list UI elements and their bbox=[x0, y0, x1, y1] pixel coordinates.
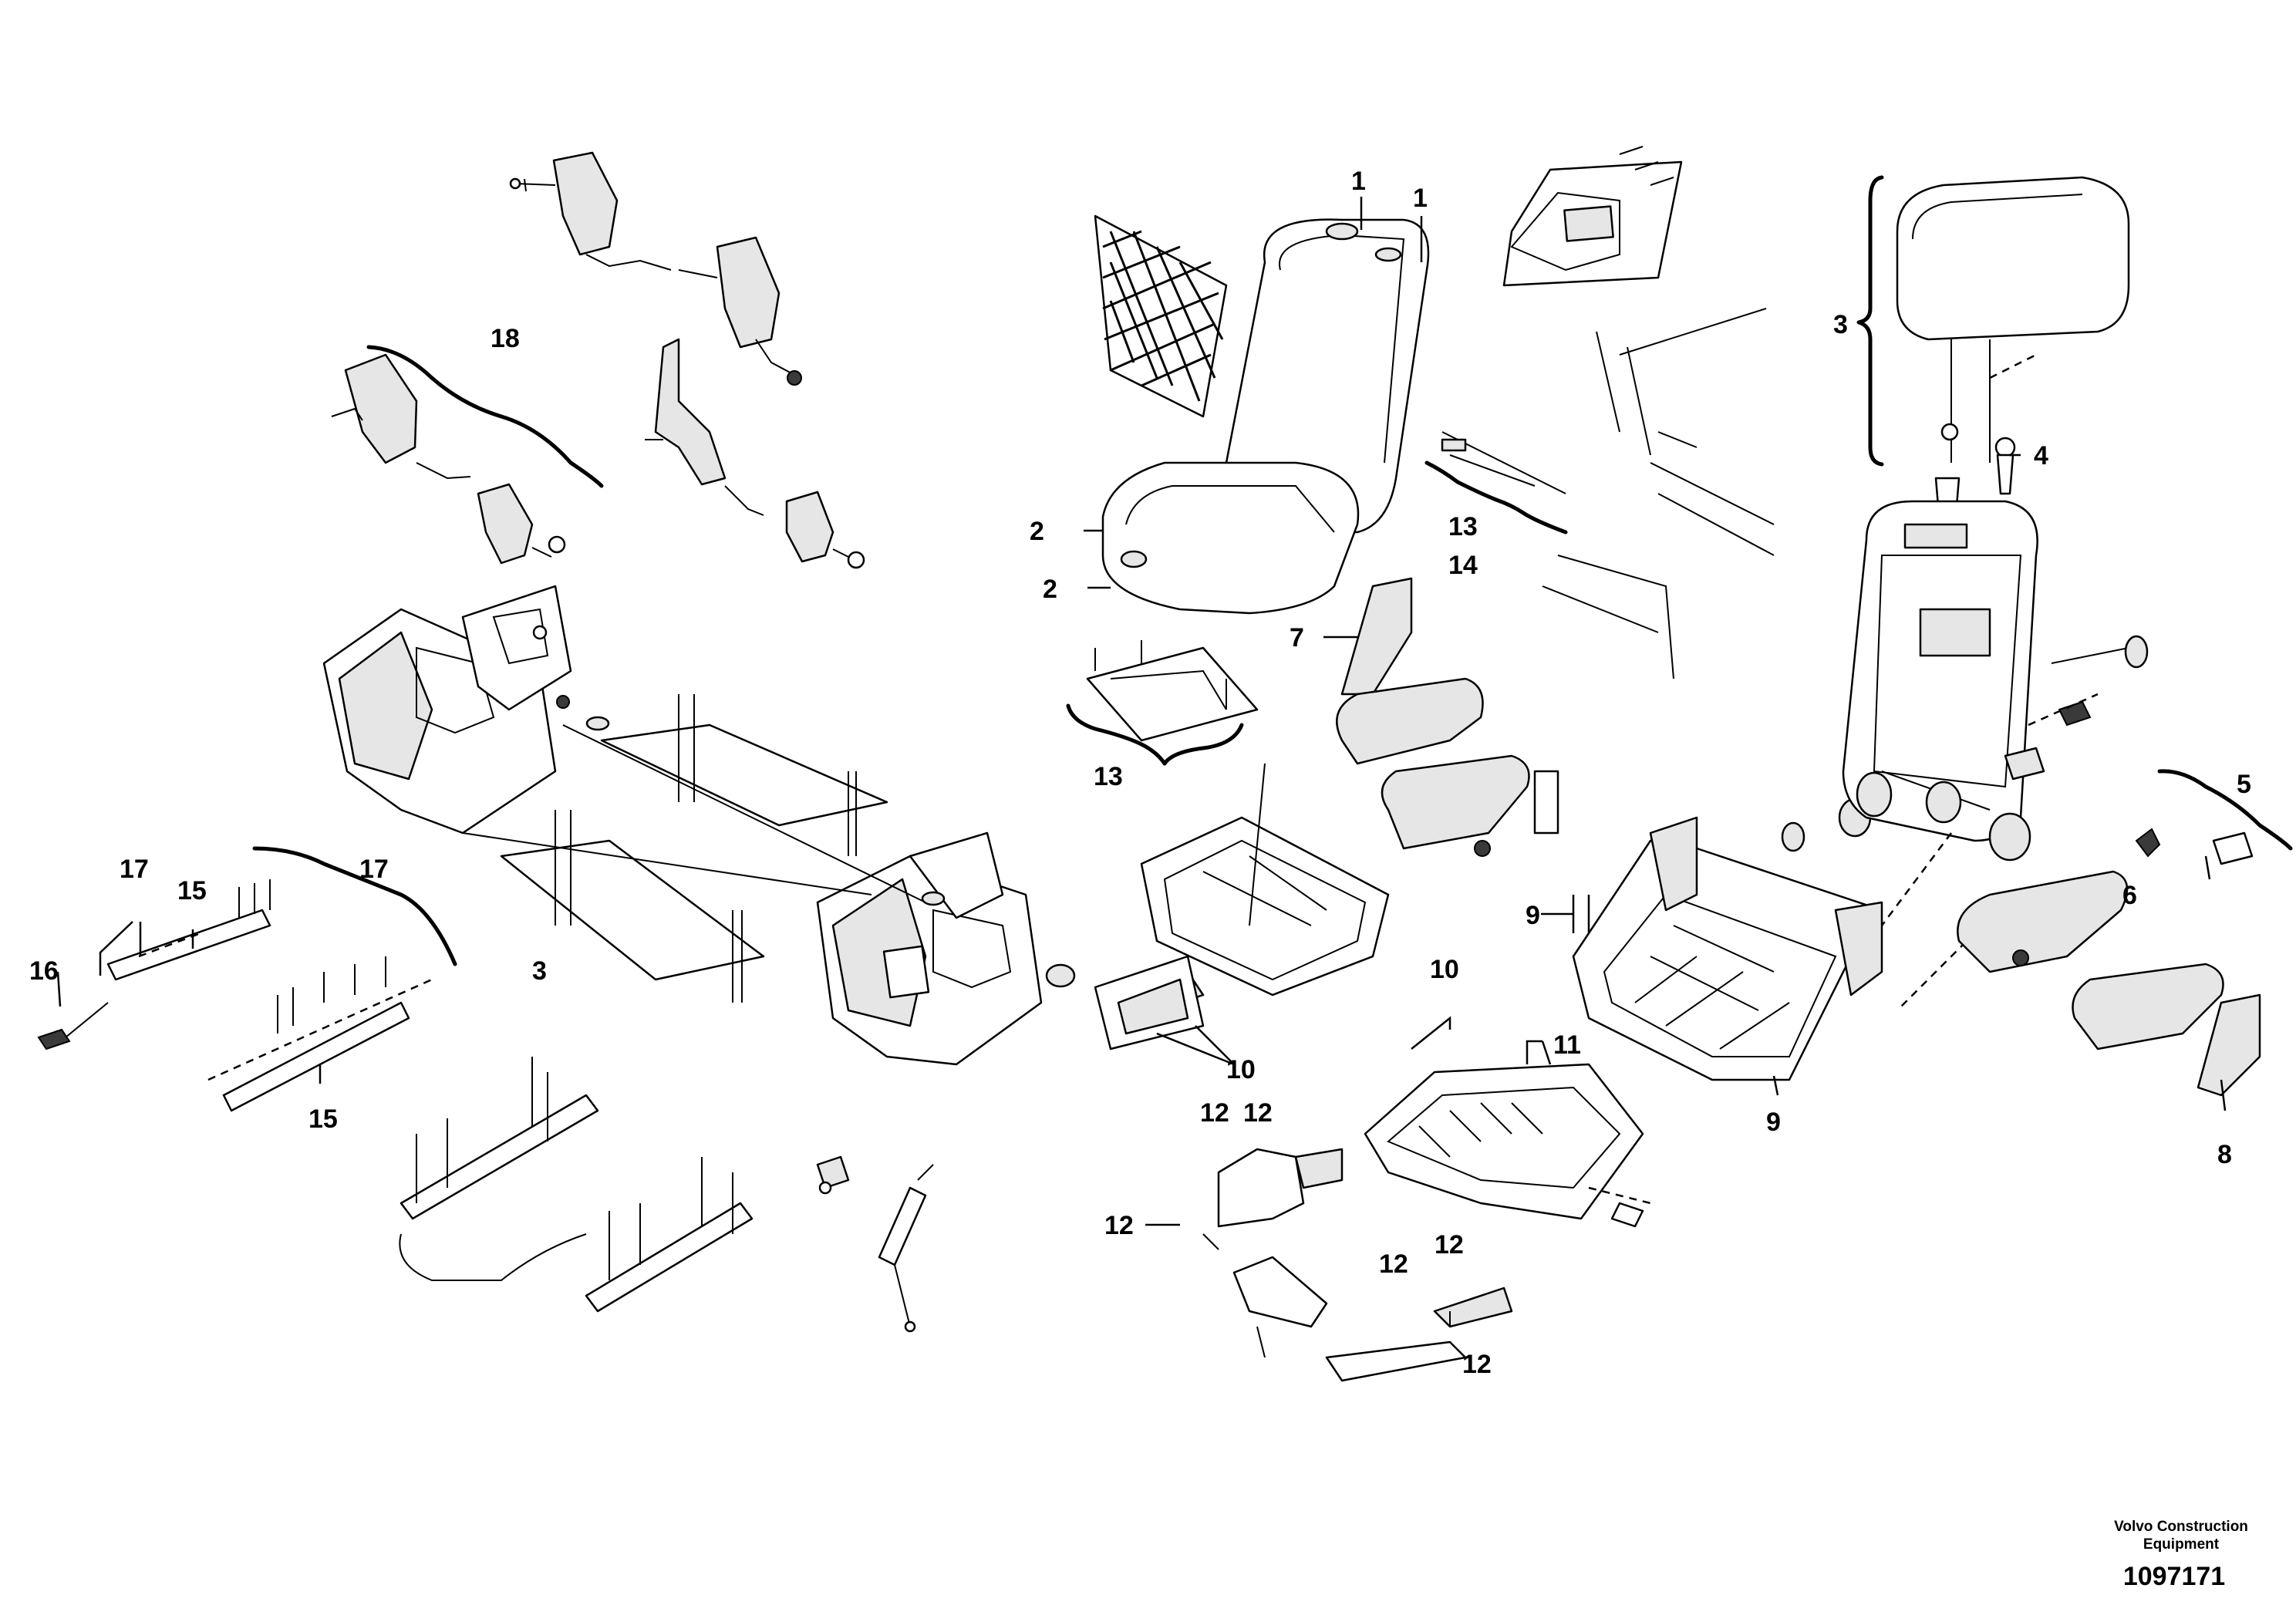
armrest-right bbox=[1957, 870, 2129, 973]
bracket-17 bbox=[252, 846, 457, 966]
publisher-name-line1: Volvo Construction bbox=[2114, 1519, 2248, 1535]
callout-3: 3 bbox=[532, 956, 547, 986]
bracket-18 bbox=[366, 345, 604, 488]
publisher-name-line2: Equipment bbox=[2143, 1536, 2220, 1553]
callout-16: 16 bbox=[29, 956, 59, 986]
storage-net bbox=[1094, 214, 1228, 418]
callout-10: 10 bbox=[1226, 1055, 1256, 1084]
callout-15: 15 bbox=[308, 1104, 338, 1134]
seat-cushion bbox=[1101, 461, 1360, 615]
bracket-3 bbox=[1856, 175, 1884, 467]
armrest-bracket-8 bbox=[2197, 993, 2261, 1097]
callout-12: 12 bbox=[1104, 1211, 1134, 1240]
callout-2: 2 bbox=[1030, 517, 1044, 546]
callout-labels: 1 1 2 2 3 3 4 5 6 7 8 9 9 10 10 11 12 12… bbox=[29, 167, 2251, 1379]
recliner-knobs bbox=[1856, 635, 2149, 1011]
callout-3: 3 bbox=[1833, 310, 1848, 339]
headrest bbox=[1896, 176, 2130, 463]
callout-12: 12 bbox=[1243, 1098, 1273, 1128]
bracket-13-top bbox=[1424, 460, 1568, 534]
callout-13: 13 bbox=[1094, 762, 1123, 791]
callout-12: 12 bbox=[1379, 1249, 1408, 1279]
callout-1: 1 bbox=[1413, 184, 1428, 213]
callout-7: 7 bbox=[1290, 623, 1304, 653]
callout-17: 17 bbox=[359, 855, 389, 884]
callout-9: 9 bbox=[1766, 1108, 1781, 1137]
callout-4: 4 bbox=[2034, 441, 2048, 470]
seat-belt-assembly-right bbox=[645, 338, 865, 569]
callout-12: 12 bbox=[1462, 1350, 1492, 1379]
armrest-bracket-5 bbox=[2212, 831, 2254, 865]
leader-lines bbox=[56, 197, 2227, 1226]
callout-9: 9 bbox=[1526, 901, 1540, 930]
slide-rails-12 bbox=[1202, 1148, 1513, 1382]
callout-15: 15 bbox=[177, 876, 207, 905]
callout-1: 1 bbox=[1351, 167, 1366, 196]
seat-pan-plate-13 bbox=[1086, 640, 1259, 742]
seat-belt-assembly-left bbox=[331, 353, 566, 565]
armrest-lever-6 bbox=[2135, 828, 2161, 858]
publisher-block: Volvo Construction Equipment 1097171 bbox=[2114, 1519, 2248, 1591]
callout-18: 18 bbox=[491, 324, 520, 353]
armrest-lower bbox=[2072, 963, 2224, 1050]
callout-11: 11 bbox=[1553, 1030, 1581, 1060]
sliding-frames-10 bbox=[1094, 955, 1205, 1050]
callout-12: 12 bbox=[1435, 1230, 1464, 1259]
right-console-box bbox=[816, 831, 1076, 1066]
callout-14: 14 bbox=[1448, 551, 1478, 580]
left-console-box bbox=[322, 585, 572, 835]
backrest-mechanism-plate bbox=[1502, 146, 1767, 456]
bracket-5 bbox=[2157, 769, 2293, 851]
armrests-center bbox=[1336, 677, 1559, 857]
lower-suspension-pan bbox=[1364, 1063, 1651, 1228]
callout-17: 17 bbox=[120, 855, 149, 884]
console-mounting-plates bbox=[462, 694, 946, 1003]
backrest-board-7 bbox=[1340, 577, 1413, 696]
cable-harness-13-14 bbox=[1441, 431, 1775, 679]
callout-6: 6 bbox=[2122, 881, 2137, 910]
slide-rail-assembly-17-15 bbox=[37, 879, 433, 1112]
small-bracket bbox=[816, 1155, 850, 1195]
callout-10: 10 bbox=[1430, 955, 1459, 984]
seat-suspension-frame-9 bbox=[1572, 798, 1883, 1081]
callout-13: 13 bbox=[1448, 512, 1478, 541]
headrest-guides-4 bbox=[1934, 423, 2016, 526]
seat-slide-frame bbox=[399, 1057, 754, 1313]
document-number: 1097171 bbox=[2123, 1562, 2225, 1591]
callout-8: 8 bbox=[2217, 1140, 2232, 1169]
backrest-frame bbox=[1842, 500, 2038, 862]
callout-5: 5 bbox=[2237, 770, 2251, 799]
backrest-cushion bbox=[1223, 218, 1430, 534]
bracket-13-bottom bbox=[1066, 703, 1244, 766]
callout-12: 12 bbox=[1200, 1098, 1229, 1128]
seat-belt-assembly-top bbox=[509, 151, 802, 386]
gas-spring bbox=[878, 1164, 934, 1333]
callout-2: 2 bbox=[1043, 575, 1057, 604]
